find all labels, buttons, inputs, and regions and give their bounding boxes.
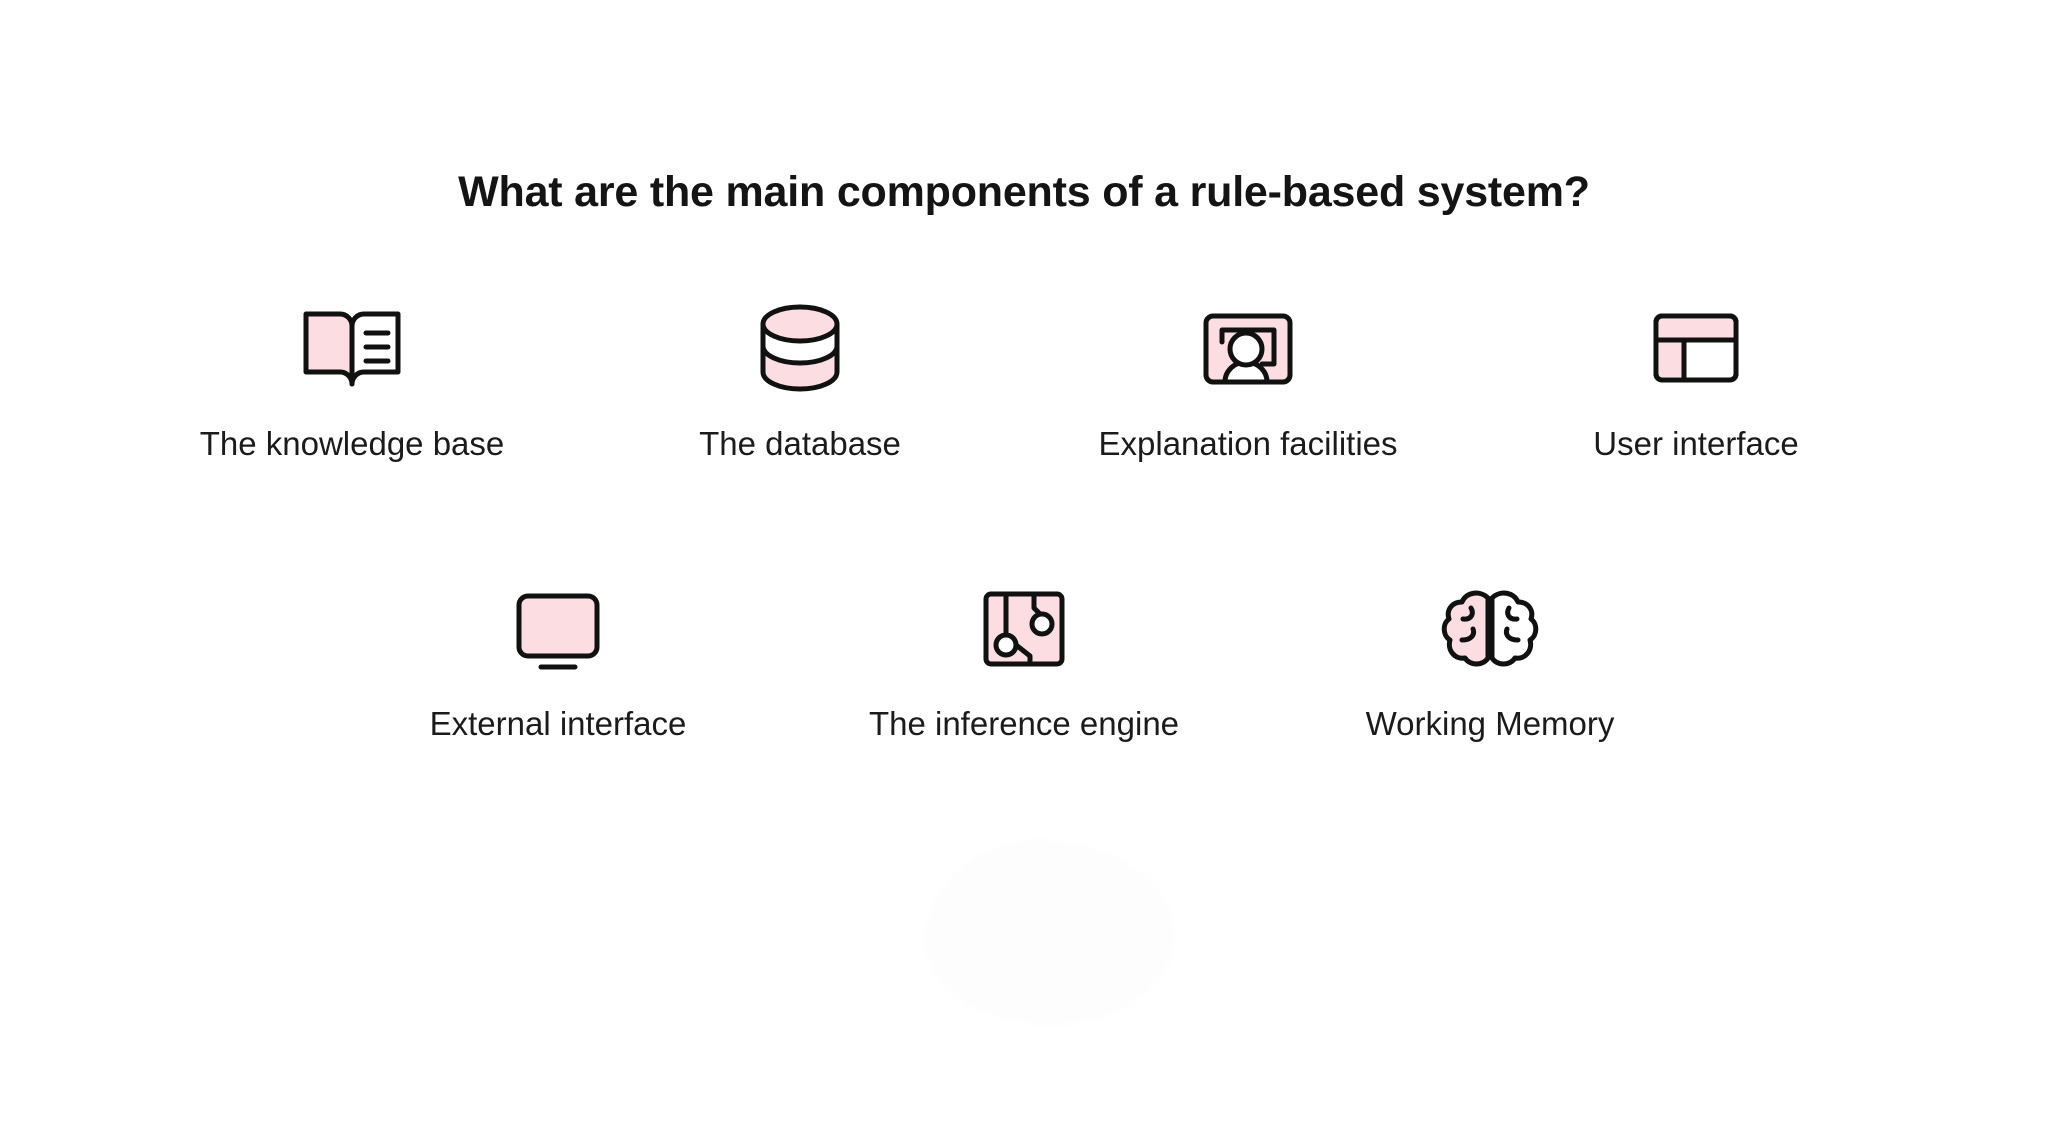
component-item-external-interface[interactable]: External interface — [325, 580, 791, 744]
monitor-icon — [510, 580, 606, 676]
component-item-explanation-facilities[interactable]: Explanation facilities — [1024, 300, 1472, 464]
component-label: The database — [699, 425, 901, 462]
component-label: Explanation facilities — [1098, 425, 1398, 462]
component-row-2: External interface The inference engine — [0, 580, 2048, 744]
component-label: External interface — [429, 705, 687, 742]
person-in-frame-icon — [1200, 300, 1296, 396]
component-label: Working Memory — [1365, 705, 1615, 742]
component-item-inference-engine[interactable]: The inference engine — [791, 580, 1257, 744]
component-label: User interface — [1593, 425, 1799, 462]
component-item-user-interface[interactable]: User interface — [1472, 300, 1920, 464]
page-title: What are the main components of a rule-b… — [458, 168, 1590, 216]
component-label: The inference engine — [868, 705, 1180, 742]
brain-icon — [1438, 580, 1542, 676]
database-cylinder-icon — [757, 300, 843, 396]
component-row-1: The knowledge base The database — [0, 300, 2048, 464]
component-item-database[interactable]: The database — [576, 300, 1024, 464]
component-label: The knowledge base — [199, 425, 505, 462]
layout-panels-icon — [1650, 300, 1742, 396]
open-book-icon — [300, 300, 404, 396]
background-watermark-shape — [925, 840, 1175, 1025]
component-item-working-memory[interactable]: Working Memory — [1257, 580, 1723, 744]
circuit-board-icon — [978, 580, 1070, 676]
component-item-knowledge-base[interactable]: The knowledge base — [128, 300, 576, 464]
